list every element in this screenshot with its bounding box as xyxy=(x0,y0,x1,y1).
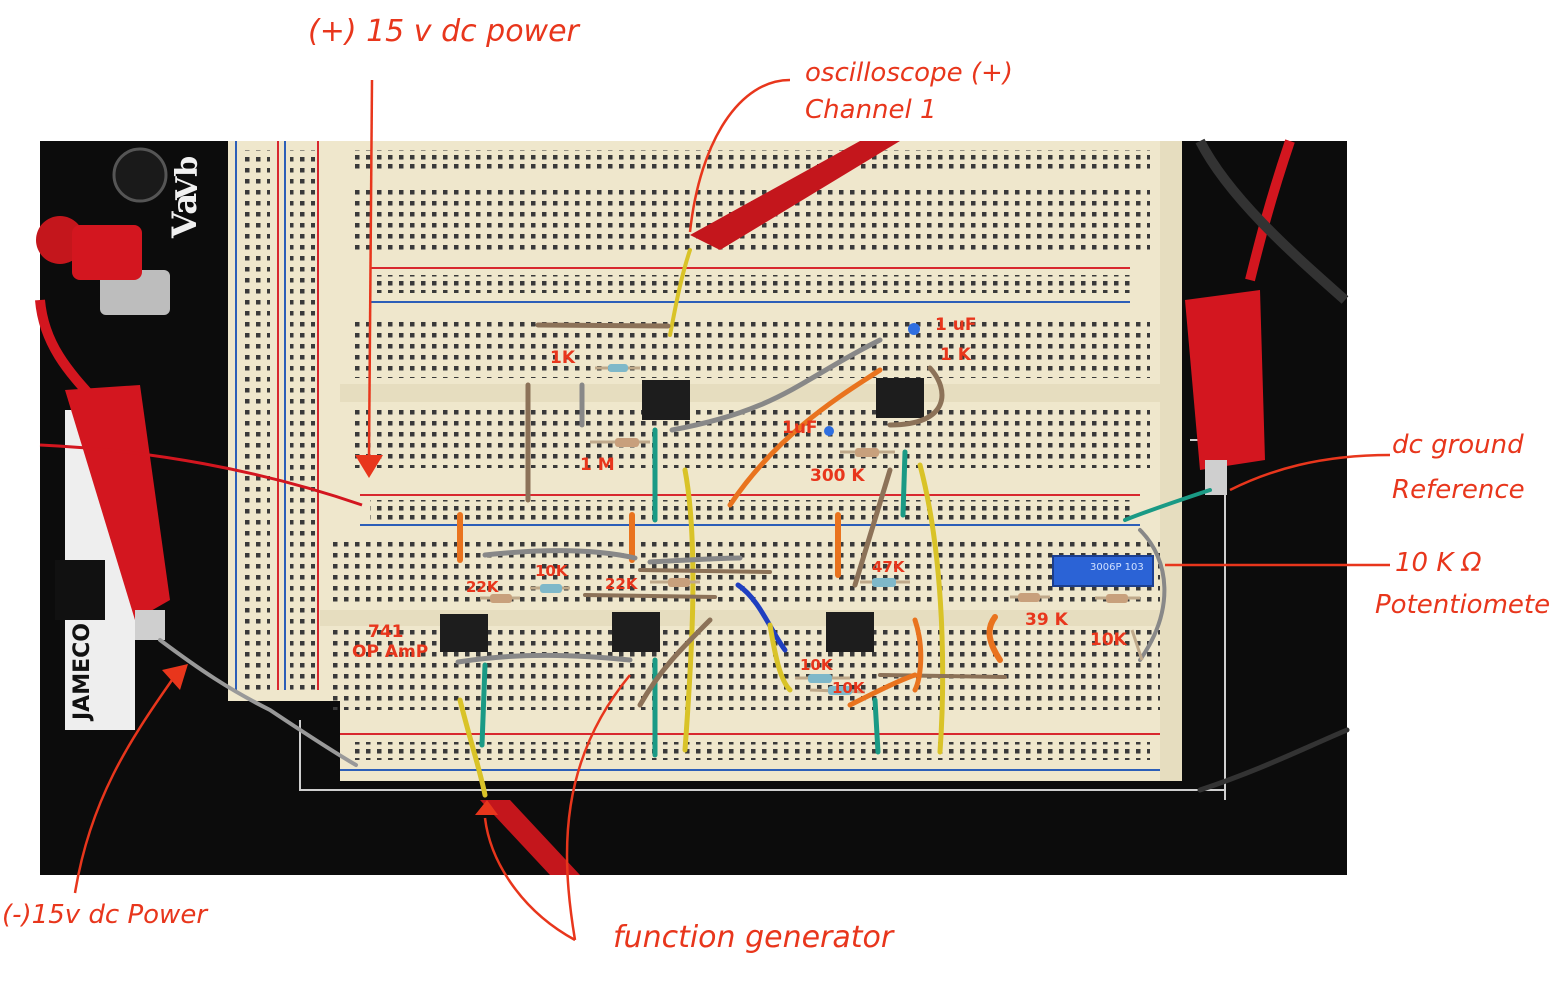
brand-label: JAMECO xyxy=(70,623,95,720)
opamp-chip-3 xyxy=(440,614,488,652)
scope-probe xyxy=(690,141,900,250)
label-1m: 1 M xyxy=(580,455,615,475)
neg-power-annotation: (-)15v dc Power xyxy=(2,900,208,930)
capacitor-top xyxy=(908,323,920,335)
label-10k-bottom-a: 10K xyxy=(800,656,833,674)
label-39k: 39 K xyxy=(1025,610,1068,630)
pot-annotation-line1: 10 K Ω xyxy=(1395,548,1482,578)
dc-ground-annotation-line2: Reference xyxy=(1392,475,1525,505)
function-gen-probe xyxy=(480,800,580,875)
opamp-annotation-line1: 741 xyxy=(368,622,404,642)
pot-annotation-line2: Potentiometer xyxy=(1375,590,1551,620)
label-10k-bottom-b: 10K xyxy=(832,679,865,697)
opamp-chip-1 xyxy=(642,380,690,420)
label-300k: 300 K xyxy=(810,466,865,486)
jumper-wires xyxy=(158,248,1350,798)
label-10k-right: 10K xyxy=(1090,630,1127,650)
label-1uf-mid: 1uF xyxy=(782,418,818,438)
potentiometer xyxy=(1052,555,1154,587)
label-1k-left: 1K xyxy=(550,348,576,368)
scope-annotation-line2: Channel 1 xyxy=(805,95,937,125)
label-1k-top-right: 1 K xyxy=(940,345,971,365)
label-47k: 47K xyxy=(872,558,905,576)
label-22k-mid: 22K xyxy=(605,575,638,593)
pot-marking: 3006P 103 xyxy=(1090,562,1144,573)
label-1uf-top: 1 uF xyxy=(935,315,977,335)
label-10k-left: 10K xyxy=(535,562,568,580)
capacitor-mid xyxy=(824,426,834,436)
opamp-annotation-line2: OP AmP xyxy=(352,642,429,662)
scope-annotation-line1: oscilloscope (+) xyxy=(805,58,1013,88)
label-22k-left: 22K xyxy=(466,578,499,596)
pos-power-annotation: (+) 15 v dc power xyxy=(308,14,579,49)
right-alligator-clip xyxy=(1185,290,1265,470)
annotation-arrows xyxy=(73,78,1391,942)
bench-label-vb: Vb xyxy=(170,155,205,200)
opamp-chip-2 xyxy=(876,378,924,418)
opamp-chip-5 xyxy=(826,612,874,652)
opamp-chip-4 xyxy=(612,612,660,652)
function-gen-annotation: function generator xyxy=(613,920,894,955)
dc-ground-annotation-line1: dc ground xyxy=(1392,430,1524,460)
left-alligator-clip xyxy=(65,385,170,620)
